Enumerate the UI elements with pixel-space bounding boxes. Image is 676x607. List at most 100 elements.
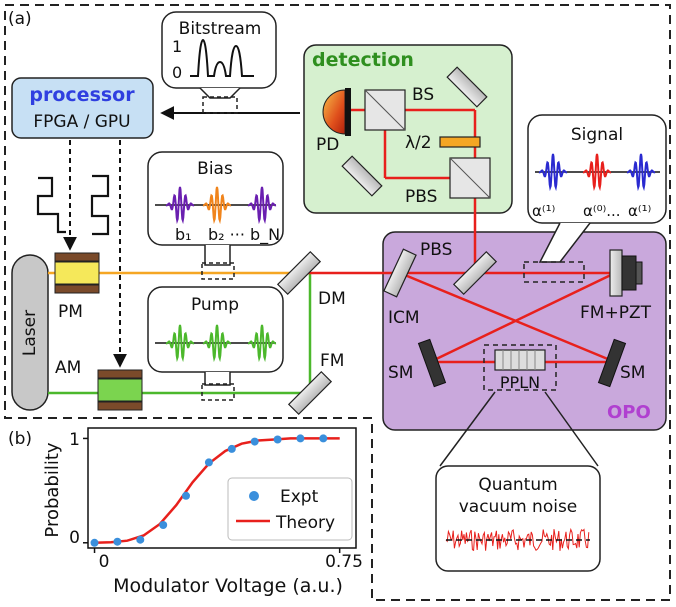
bias-pulses	[165, 186, 277, 225]
processor-subtitle: FPGA / GPU	[33, 112, 130, 132]
photodetector	[322, 88, 351, 136]
y-axis-label: Probability	[42, 442, 63, 537]
sm-left-label: SM	[388, 363, 413, 383]
x-tick-075: 0.75	[325, 552, 363, 572]
detection-title: detection	[312, 49, 414, 71]
noise-line1: Quantum	[478, 475, 557, 495]
legend-expt-label: Expt	[280, 487, 319, 507]
legend-expt-marker	[249, 491, 259, 501]
detection-mirror-bottom	[341, 155, 383, 197]
pd-label: PD	[316, 135, 339, 155]
opo-pbs-label: PBS	[420, 240, 452, 260]
signal-a1-left: α⁽¹⁾	[532, 202, 555, 220]
detection-pbs-label: PBS	[405, 187, 437, 207]
processor-title: processor	[29, 84, 135, 106]
expt-point-4	[182, 491, 190, 500]
icm-label: ICM	[388, 308, 420, 328]
fm-label: FM	[320, 351, 344, 371]
x-tick-0: 0	[99, 552, 110, 572]
expt-point-7	[250, 437, 259, 446]
bs-label: BS	[412, 85, 434, 105]
bitstream-tick-1: 1	[172, 37, 182, 56]
signal-pulse-2	[582, 153, 612, 192]
expt-point-6	[227, 444, 236, 453]
detection-pbs-cube	[449, 157, 491, 199]
fold-mirror	[287, 370, 333, 416]
am-drive-waveform	[90, 174, 110, 236]
bitstream-tick-0: 0	[172, 63, 182, 82]
signal-callout	[523, 114, 667, 283]
signal-pulse-3	[626, 153, 656, 192]
bias-pulse-3	[247, 186, 277, 225]
expt-point-2	[136, 535, 145, 544]
ppln-crystal	[494, 349, 546, 371]
ppln-label: PPLN	[500, 373, 540, 392]
expt-point-9	[296, 434, 305, 443]
chart-plot-area	[87, 427, 357, 549]
signal-pulse-1	[538, 153, 568, 192]
legend-theory-label: Theory	[275, 513, 335, 533]
cavity-cross-1	[399, 271, 616, 364]
beam-splitter-cube	[364, 89, 406, 131]
noise-callout-line-left	[439, 391, 496, 467]
noise-trace	[445, 527, 590, 552]
pump-title: Pump	[191, 295, 239, 315]
bias-title: Bias	[197, 159, 233, 179]
opo-title: OPO	[607, 402, 651, 423]
expt-point-3	[159, 521, 168, 529]
noise-callout-line-right	[544, 391, 599, 467]
expt-point-8	[273, 435, 282, 444]
halfwave-plate	[439, 136, 481, 148]
bitstream-title: Bitstream	[179, 19, 262, 39]
pump-pulse-1	[165, 324, 195, 363]
y-tick-0: 0	[69, 528, 80, 548]
bias-b2: b₂ ··· b_N	[208, 225, 280, 245]
x-axis-label: Modulator Voltage (a.u.)	[113, 575, 343, 597]
sm-right-mirror	[597, 338, 627, 388]
dm-label: DM	[318, 289, 346, 309]
panel-a-border	[4, 4, 671, 601]
chart-marks	[83, 434, 341, 553]
input-coupler-mirror	[383, 248, 417, 298]
am-label: AM	[55, 358, 81, 378]
expt-point-0	[90, 538, 99, 547]
processor-box	[11, 77, 154, 139]
pump-pulses	[165, 324, 277, 363]
opo-pbs	[452, 250, 498, 296]
dichroic-mirror	[276, 250, 322, 296]
chart-legend: Expt Theory	[227, 477, 353, 541]
sm-left-mirror	[417, 338, 447, 388]
signal-pulses	[538, 153, 656, 192]
panel-b-label: (b)	[8, 429, 32, 449]
bitstream-callout	[161, 11, 277, 114]
expt-point-1	[113, 537, 122, 546]
detection-mirror-top	[446, 66, 488, 108]
laser-body	[11, 254, 49, 411]
bias-pulse-2	[202, 186, 232, 225]
fm-pzt-label: FM+PZT	[580, 303, 652, 323]
amplitude-modulator	[97, 369, 143, 411]
signal-a1-right: α⁽¹⁾	[628, 202, 651, 220]
cavity-cross-2	[429, 271, 616, 364]
pzt-mirror	[609, 249, 643, 297]
halfwave-label: λ/2	[405, 133, 432, 153]
sm-right-label: SM	[620, 363, 645, 383]
ppln-dashed-box	[483, 344, 557, 391]
signal-a0: α⁽⁰⁾...	[583, 202, 621, 220]
probability-chart: 1 0 0 0.75 Modulator Voltage (a.u.) Prob…	[42, 427, 363, 597]
pump-pulse-3	[247, 324, 277, 363]
noise-line2: vacuum noise	[459, 497, 578, 517]
panel-a-label: (a)	[8, 9, 32, 29]
y-tick-1: 1	[69, 430, 80, 450]
pump-pulse-2	[202, 324, 232, 363]
expt-point-5	[204, 458, 213, 467]
expt-point-10	[319, 434, 328, 443]
laser-label: Laser	[20, 310, 40, 356]
pm-drive-waveform	[36, 176, 66, 234]
pm-label: PM	[58, 302, 83, 322]
bias-pulse-1	[165, 186, 195, 225]
signal-title: Signal	[571, 125, 623, 145]
bias-b1: b₁	[175, 225, 192, 244]
phase-modulator	[54, 252, 100, 294]
